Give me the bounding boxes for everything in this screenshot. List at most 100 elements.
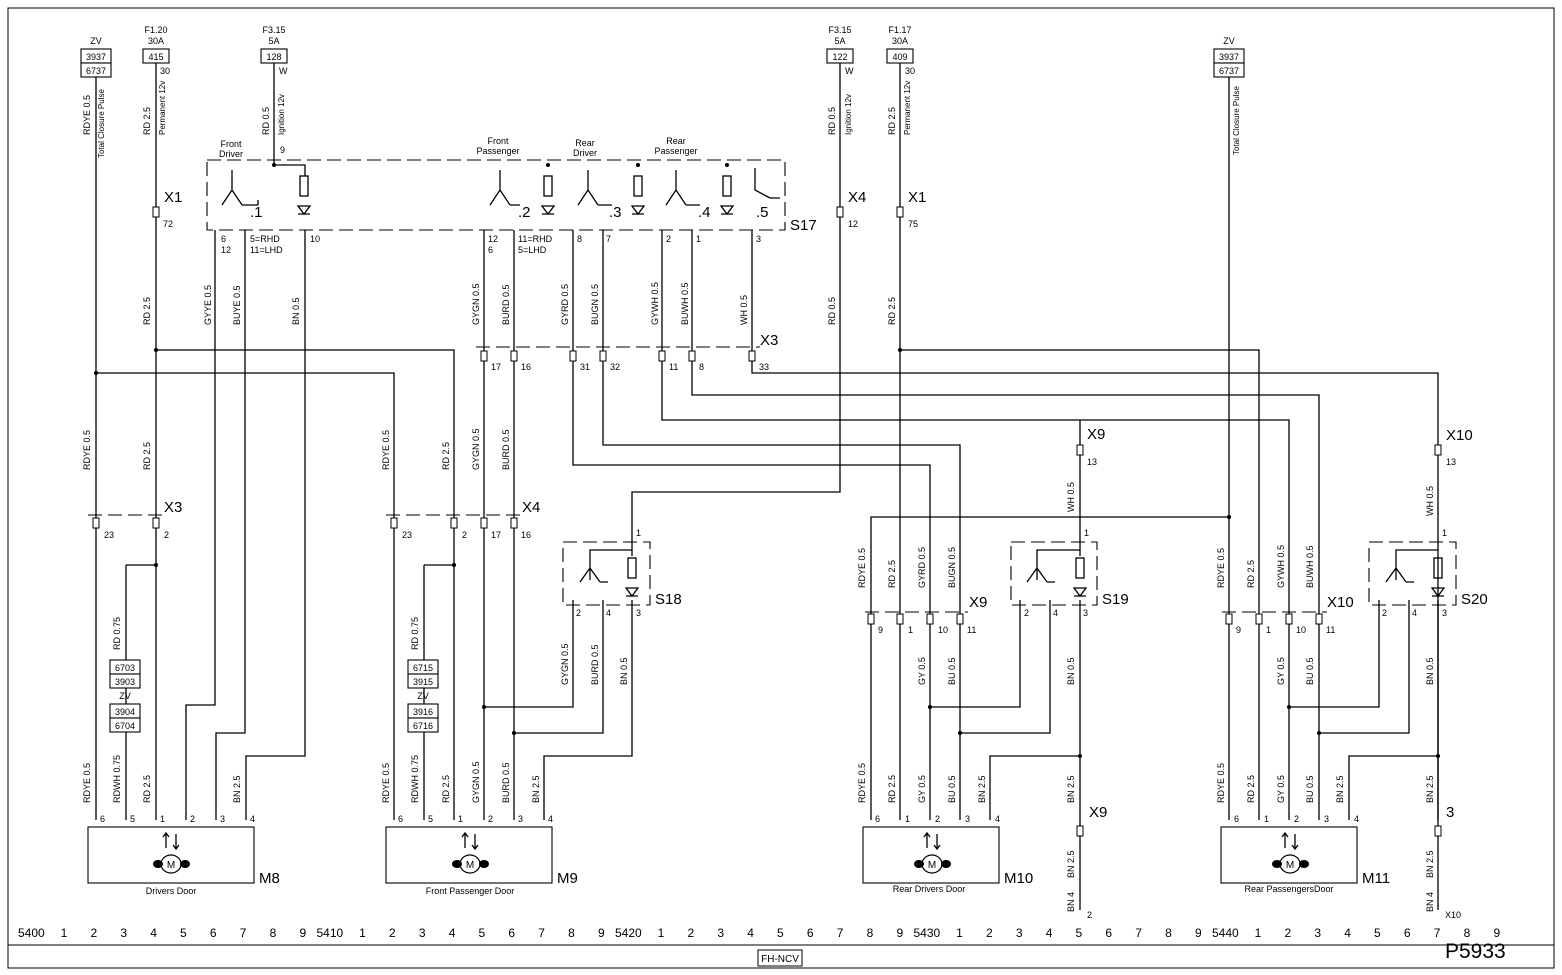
ruler-digit: 1 [658, 926, 665, 940]
ruler-digit: 8 [270, 926, 277, 940]
svg-text:S18: S18 [655, 591, 682, 608]
svg-text:GY 0.5: GY 0.5 [917, 775, 927, 803]
svg-text:RD 2.5: RD 2.5 [142, 442, 152, 470]
svg-text:12: 12 [848, 219, 858, 229]
svg-text:M10: M10 [1004, 870, 1033, 887]
svg-text:9: 9 [1236, 625, 1241, 635]
svg-text:6: 6 [100, 814, 105, 824]
ruler-digit: 8 [1464, 926, 1471, 940]
switch-s18: S18 1 2 4 3 [562, 528, 682, 618]
ruler-digit: 8 [568, 926, 575, 940]
svg-text:30A: 30A [148, 36, 164, 46]
ruler-digit: 9 [1195, 926, 1202, 940]
svg-text:1: 1 [908, 625, 913, 635]
svg-text:W: W [279, 66, 288, 76]
ruler-section: 5410 [317, 926, 344, 940]
svg-text:1: 1 [160, 814, 165, 824]
svg-text:RDYE 0.5: RDYE 0.5 [1216, 548, 1226, 588]
svg-text:GY 0.5: GY 0.5 [1276, 657, 1286, 685]
ruler-digit: 1 [956, 926, 963, 940]
svg-text:X9: X9 [1087, 426, 1105, 443]
svg-text:ZV: ZV [1223, 36, 1235, 46]
ruler-digit: 2 [688, 926, 695, 940]
footer-code: FH-NCV [761, 954, 799, 965]
svg-text:X4: X4 [522, 499, 540, 516]
switch-s20: S20 1 2 4 3 [1368, 528, 1488, 618]
ruler-digit: 3 [1314, 926, 1321, 940]
wire-label: RD 0.5 [261, 107, 271, 135]
svg-text:4: 4 [606, 608, 611, 618]
svg-text:X3: X3 [760, 332, 778, 349]
svg-text:2: 2 [1382, 608, 1387, 618]
ruler-digit: 5 [479, 926, 486, 940]
svg-text:M9: M9 [557, 870, 578, 887]
supply-zv-right: ZV 3937 6737 [1213, 36, 1245, 78]
svg-text:BN 2.5: BN 2.5 [531, 775, 541, 803]
svg-text:23: 23 [104, 530, 114, 540]
svg-text:16: 16 [521, 530, 531, 540]
svg-text:M: M [466, 860, 474, 871]
svg-text:BN 2.5: BN 2.5 [1425, 775, 1435, 803]
svg-text:30: 30 [905, 66, 915, 76]
svg-text:M8: M8 [259, 870, 280, 887]
svg-text:5: 5 [130, 814, 135, 824]
ruler-digit: 2 [389, 926, 396, 940]
svg-text:2: 2 [935, 814, 940, 824]
svg-text:RDYE 0.5: RDYE 0.5 [381, 763, 391, 803]
svg-text:6: 6 [1234, 814, 1239, 824]
svg-text:BUGN 0.5: BUGN 0.5 [947, 547, 957, 588]
svg-text:RD 0.75: RD 0.75 [112, 617, 122, 650]
svg-text:1: 1 [1084, 528, 1089, 538]
svg-text:RD 2.5: RD 2.5 [441, 775, 451, 803]
wire-label: RD 2.5 [887, 107, 897, 135]
ruler-digit: 1 [359, 926, 366, 940]
svg-text:2: 2 [576, 608, 581, 618]
svg-text:BUYE 0.5: BUYE 0.5 [232, 285, 242, 325]
svg-text:12: 12 [221, 245, 231, 255]
svg-text:BURD 0.5: BURD 0.5 [501, 429, 511, 470]
svg-text:1: 1 [1264, 814, 1269, 824]
ruler-digit: 8 [867, 926, 874, 940]
svg-text:BN 2.5: BN 2.5 [232, 775, 242, 803]
svg-text:X10: X10 [1446, 427, 1473, 444]
svg-text:Rear Drivers Door: Rear Drivers Door [893, 884, 966, 894]
ruler-digit: 5 [1374, 926, 1381, 940]
svg-text:4: 4 [1412, 608, 1417, 618]
svg-text:RDWH 0.75: RDWH 0.75 [410, 755, 420, 803]
ruler-digit: 9 [896, 926, 903, 940]
svg-text:33: 33 [759, 362, 769, 372]
svg-text:7: 7 [606, 234, 611, 244]
svg-text:RD 0.75: RD 0.75 [410, 617, 420, 650]
svg-text:X3: X3 [164, 499, 182, 516]
svg-text:GY 0.5: GY 0.5 [1276, 775, 1286, 803]
ruler-digit: 2 [986, 926, 993, 940]
svg-text:72: 72 [163, 219, 173, 229]
switch-s19: S19 1 2 4 3 [1010, 528, 1129, 618]
svg-text:RD 2.5: RD 2.5 [1246, 775, 1256, 803]
svg-text:31: 31 [580, 362, 590, 372]
supply-zv-left: ZV 3937 6737 [80, 36, 112, 78]
svg-text:Front Passenger Door: Front Passenger Door [426, 886, 515, 896]
svg-text:BN 0.5: BN 0.5 [1066, 657, 1076, 685]
svg-text:BN 4: BN 4 [1425, 892, 1435, 912]
svg-text:GY 0.5: GY 0.5 [917, 657, 927, 685]
svg-text:3916: 3916 [413, 707, 433, 717]
ruler-digit: 9 [598, 926, 605, 940]
svg-text:RDYE 0.5: RDYE 0.5 [857, 763, 867, 803]
svg-text:3: 3 [1324, 814, 1329, 824]
pin-label: 9 [280, 145, 285, 155]
svg-text:GYGN 0.5: GYGN 0.5 [471, 428, 481, 470]
svg-text:ZV: ZV [417, 691, 429, 701]
ruler-digit: 1 [61, 926, 68, 940]
svg-text:Drivers Door: Drivers Door [146, 886, 197, 896]
svg-text:6716: 6716 [413, 721, 433, 731]
svg-text:1: 1 [636, 528, 641, 538]
svg-text:2: 2 [1024, 608, 1029, 618]
ruler-digit: 4 [1046, 926, 1053, 940]
svg-text:RDWH 0.75: RDWH 0.75 [112, 755, 122, 803]
svg-text:.2: .2 [518, 204, 531, 221]
motor-m11: M Rear PassengersDoor M11 6 1 2 3 4 [1220, 814, 1390, 894]
